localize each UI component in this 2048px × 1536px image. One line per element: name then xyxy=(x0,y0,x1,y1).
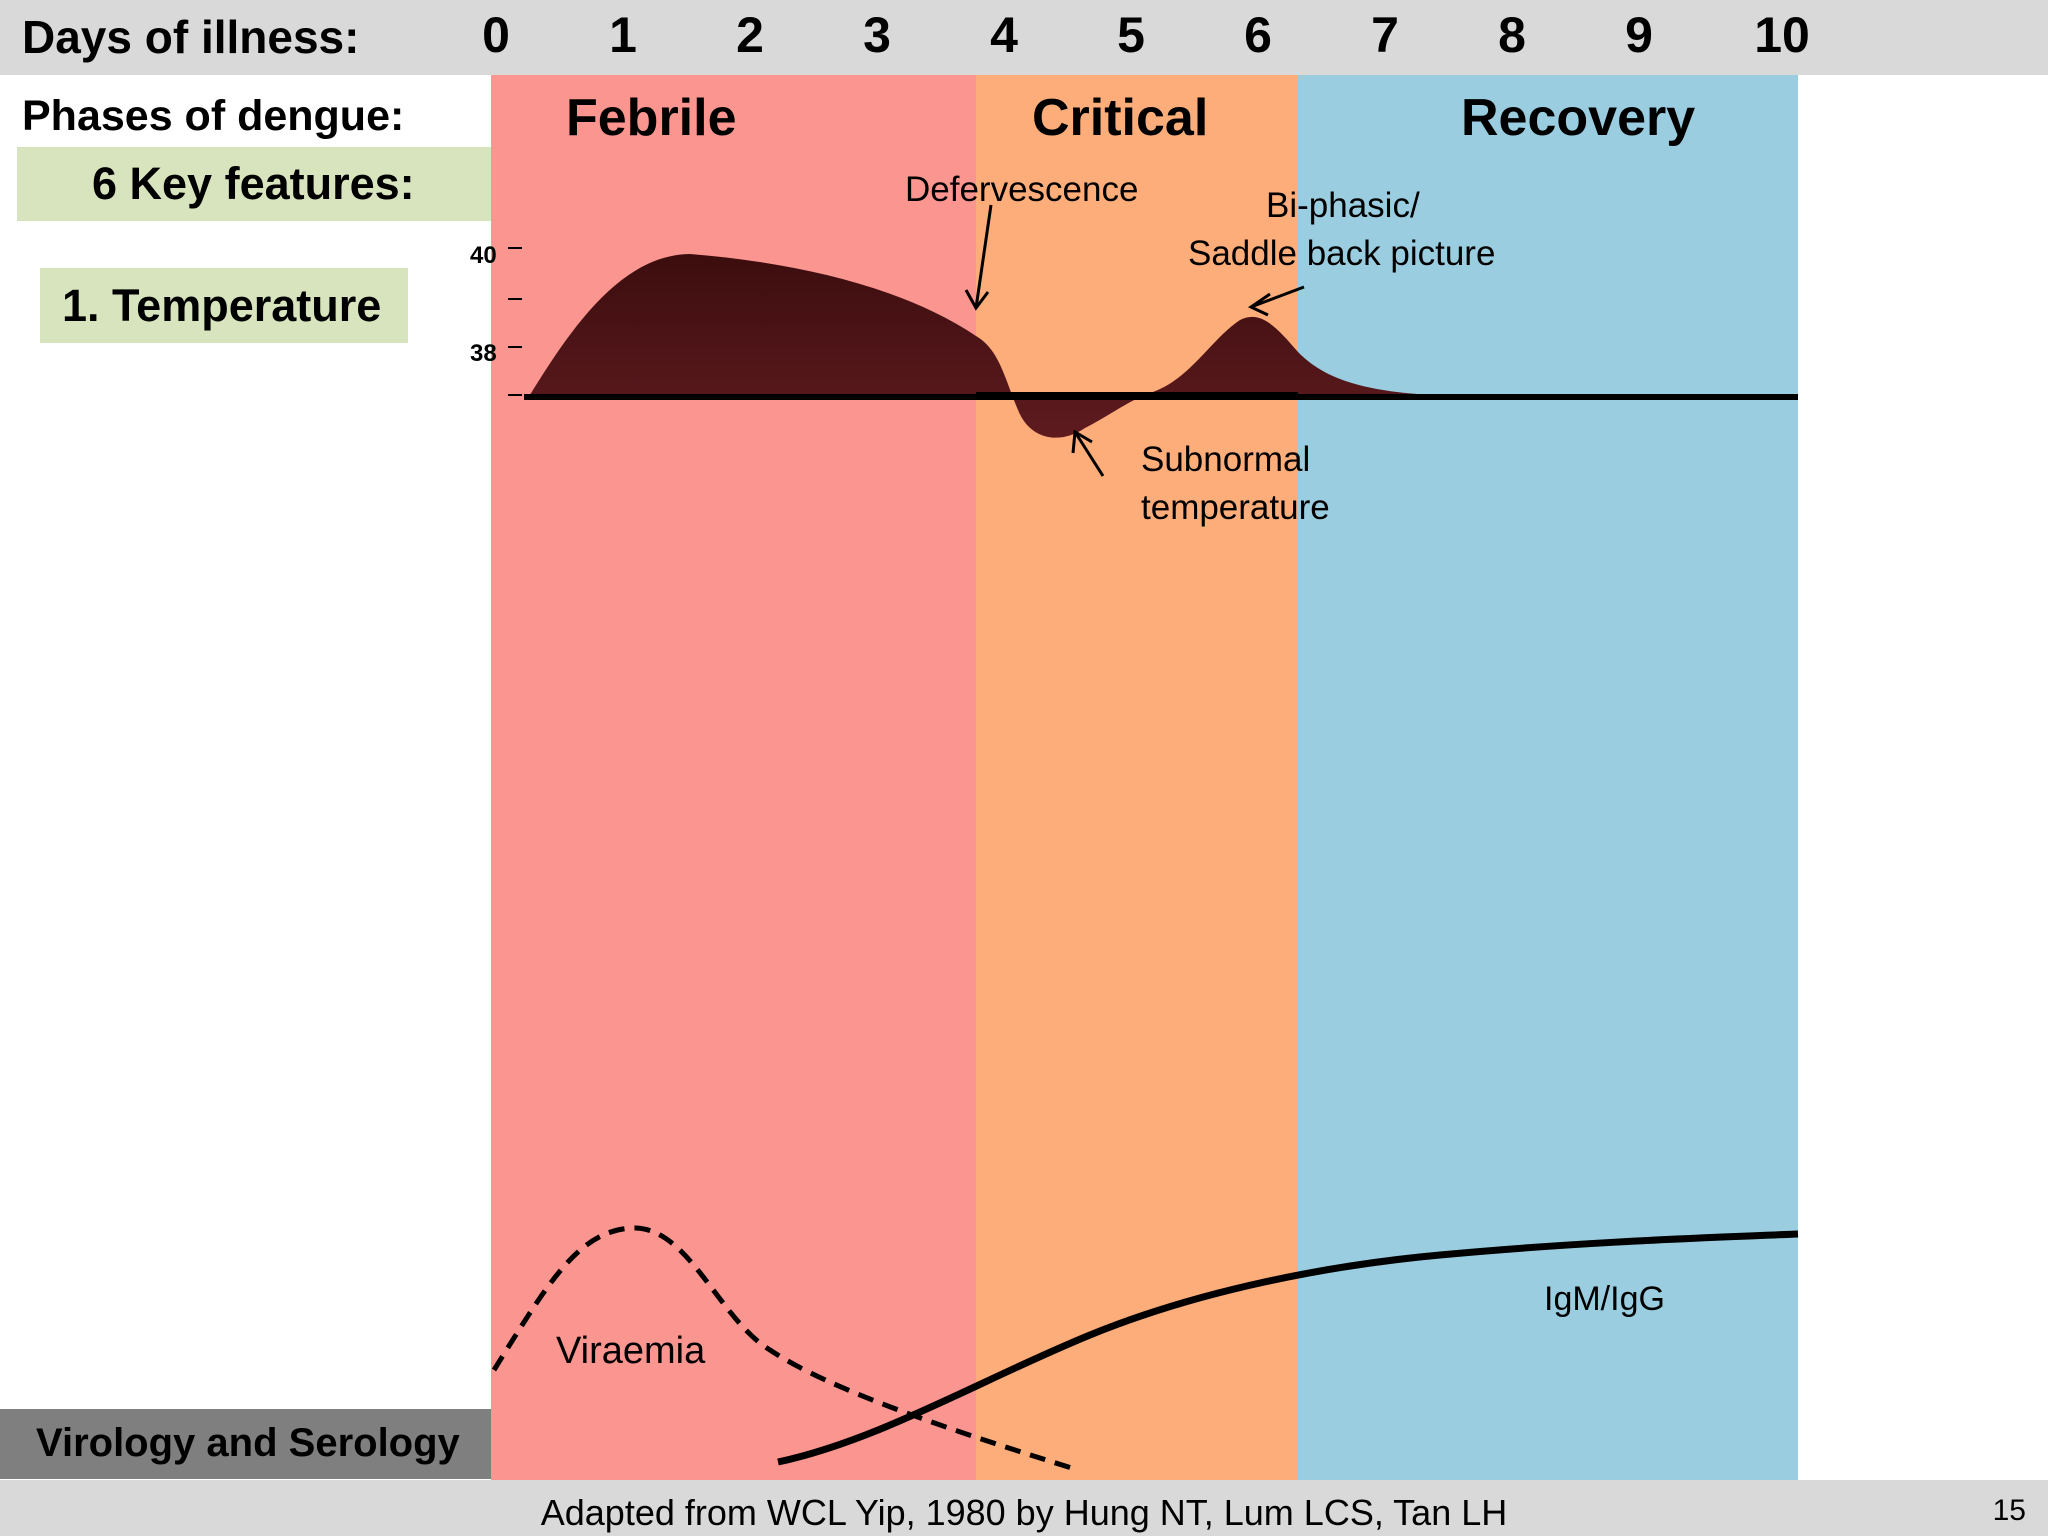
igm-igg-label: IgM/IgG xyxy=(1544,1280,1665,1318)
virology-serology-label: Virology and Serology xyxy=(36,1421,460,1465)
key-features-label: 6 Key features: xyxy=(92,158,415,209)
day-4: 4 xyxy=(990,7,1018,63)
phase-title-febrile: Febrile xyxy=(566,89,737,147)
day-3: 3 xyxy=(863,7,891,63)
temperature-label: 1. Temperature xyxy=(62,280,382,331)
critical-phase-band xyxy=(976,75,1298,1480)
days-header-bar xyxy=(0,0,2048,75)
temperature-curve xyxy=(528,254,1798,438)
page-number: 15 xyxy=(1992,1494,2026,1527)
viraemia-curve xyxy=(491,1225,1079,1473)
temp-tick-38: 38 xyxy=(470,340,497,367)
key-features-box xyxy=(17,147,491,221)
defervescence-arrow xyxy=(964,204,993,311)
days-of-illness-label: Days of illness: xyxy=(22,11,360,63)
defervescence-annotation: Defervescence xyxy=(905,170,1139,209)
biphasic-annotation-line2: Saddle back picture xyxy=(1188,234,1496,273)
footer-bar xyxy=(0,1480,2048,1536)
biphasic-annotation-line1: Bi-phasic/ xyxy=(1266,186,1420,225)
subnormal-arrow xyxy=(1071,429,1105,477)
viraemia-label: Viraemia xyxy=(556,1330,706,1372)
temperature-box xyxy=(40,268,408,343)
annotation-arrows xyxy=(964,204,1305,477)
temperature-ticks xyxy=(508,247,522,396)
day-10: 10 xyxy=(1754,7,1810,63)
day-6: 6 xyxy=(1244,7,1272,63)
day-8: 8 xyxy=(1498,7,1526,63)
subnormal-annotation-line2: temperature xyxy=(1141,488,1330,527)
day-7: 7 xyxy=(1371,7,1399,63)
igm-igg-curve xyxy=(777,1230,1799,1466)
phases-of-dengue-label: Phases of dengue: xyxy=(22,92,405,140)
source-citation: Adapted from WCL Yip, 1980 by Hung NT, L… xyxy=(540,1492,1508,1533)
phase-title-critical: Critical xyxy=(1032,89,1209,147)
phase-title-recovery: Recovery xyxy=(1461,89,1696,147)
day-5: 5 xyxy=(1117,7,1145,63)
virology-box xyxy=(0,1409,491,1479)
temp-tick-40: 40 xyxy=(470,242,497,269)
subnormal-annotation-line1: Subnormal xyxy=(1141,440,1311,479)
day-1: 1 xyxy=(609,7,637,63)
day-0: 0 xyxy=(482,7,510,63)
day-2: 2 xyxy=(736,7,764,63)
biphasic-arrow xyxy=(1247,285,1305,317)
day-9: 9 xyxy=(1625,7,1653,63)
